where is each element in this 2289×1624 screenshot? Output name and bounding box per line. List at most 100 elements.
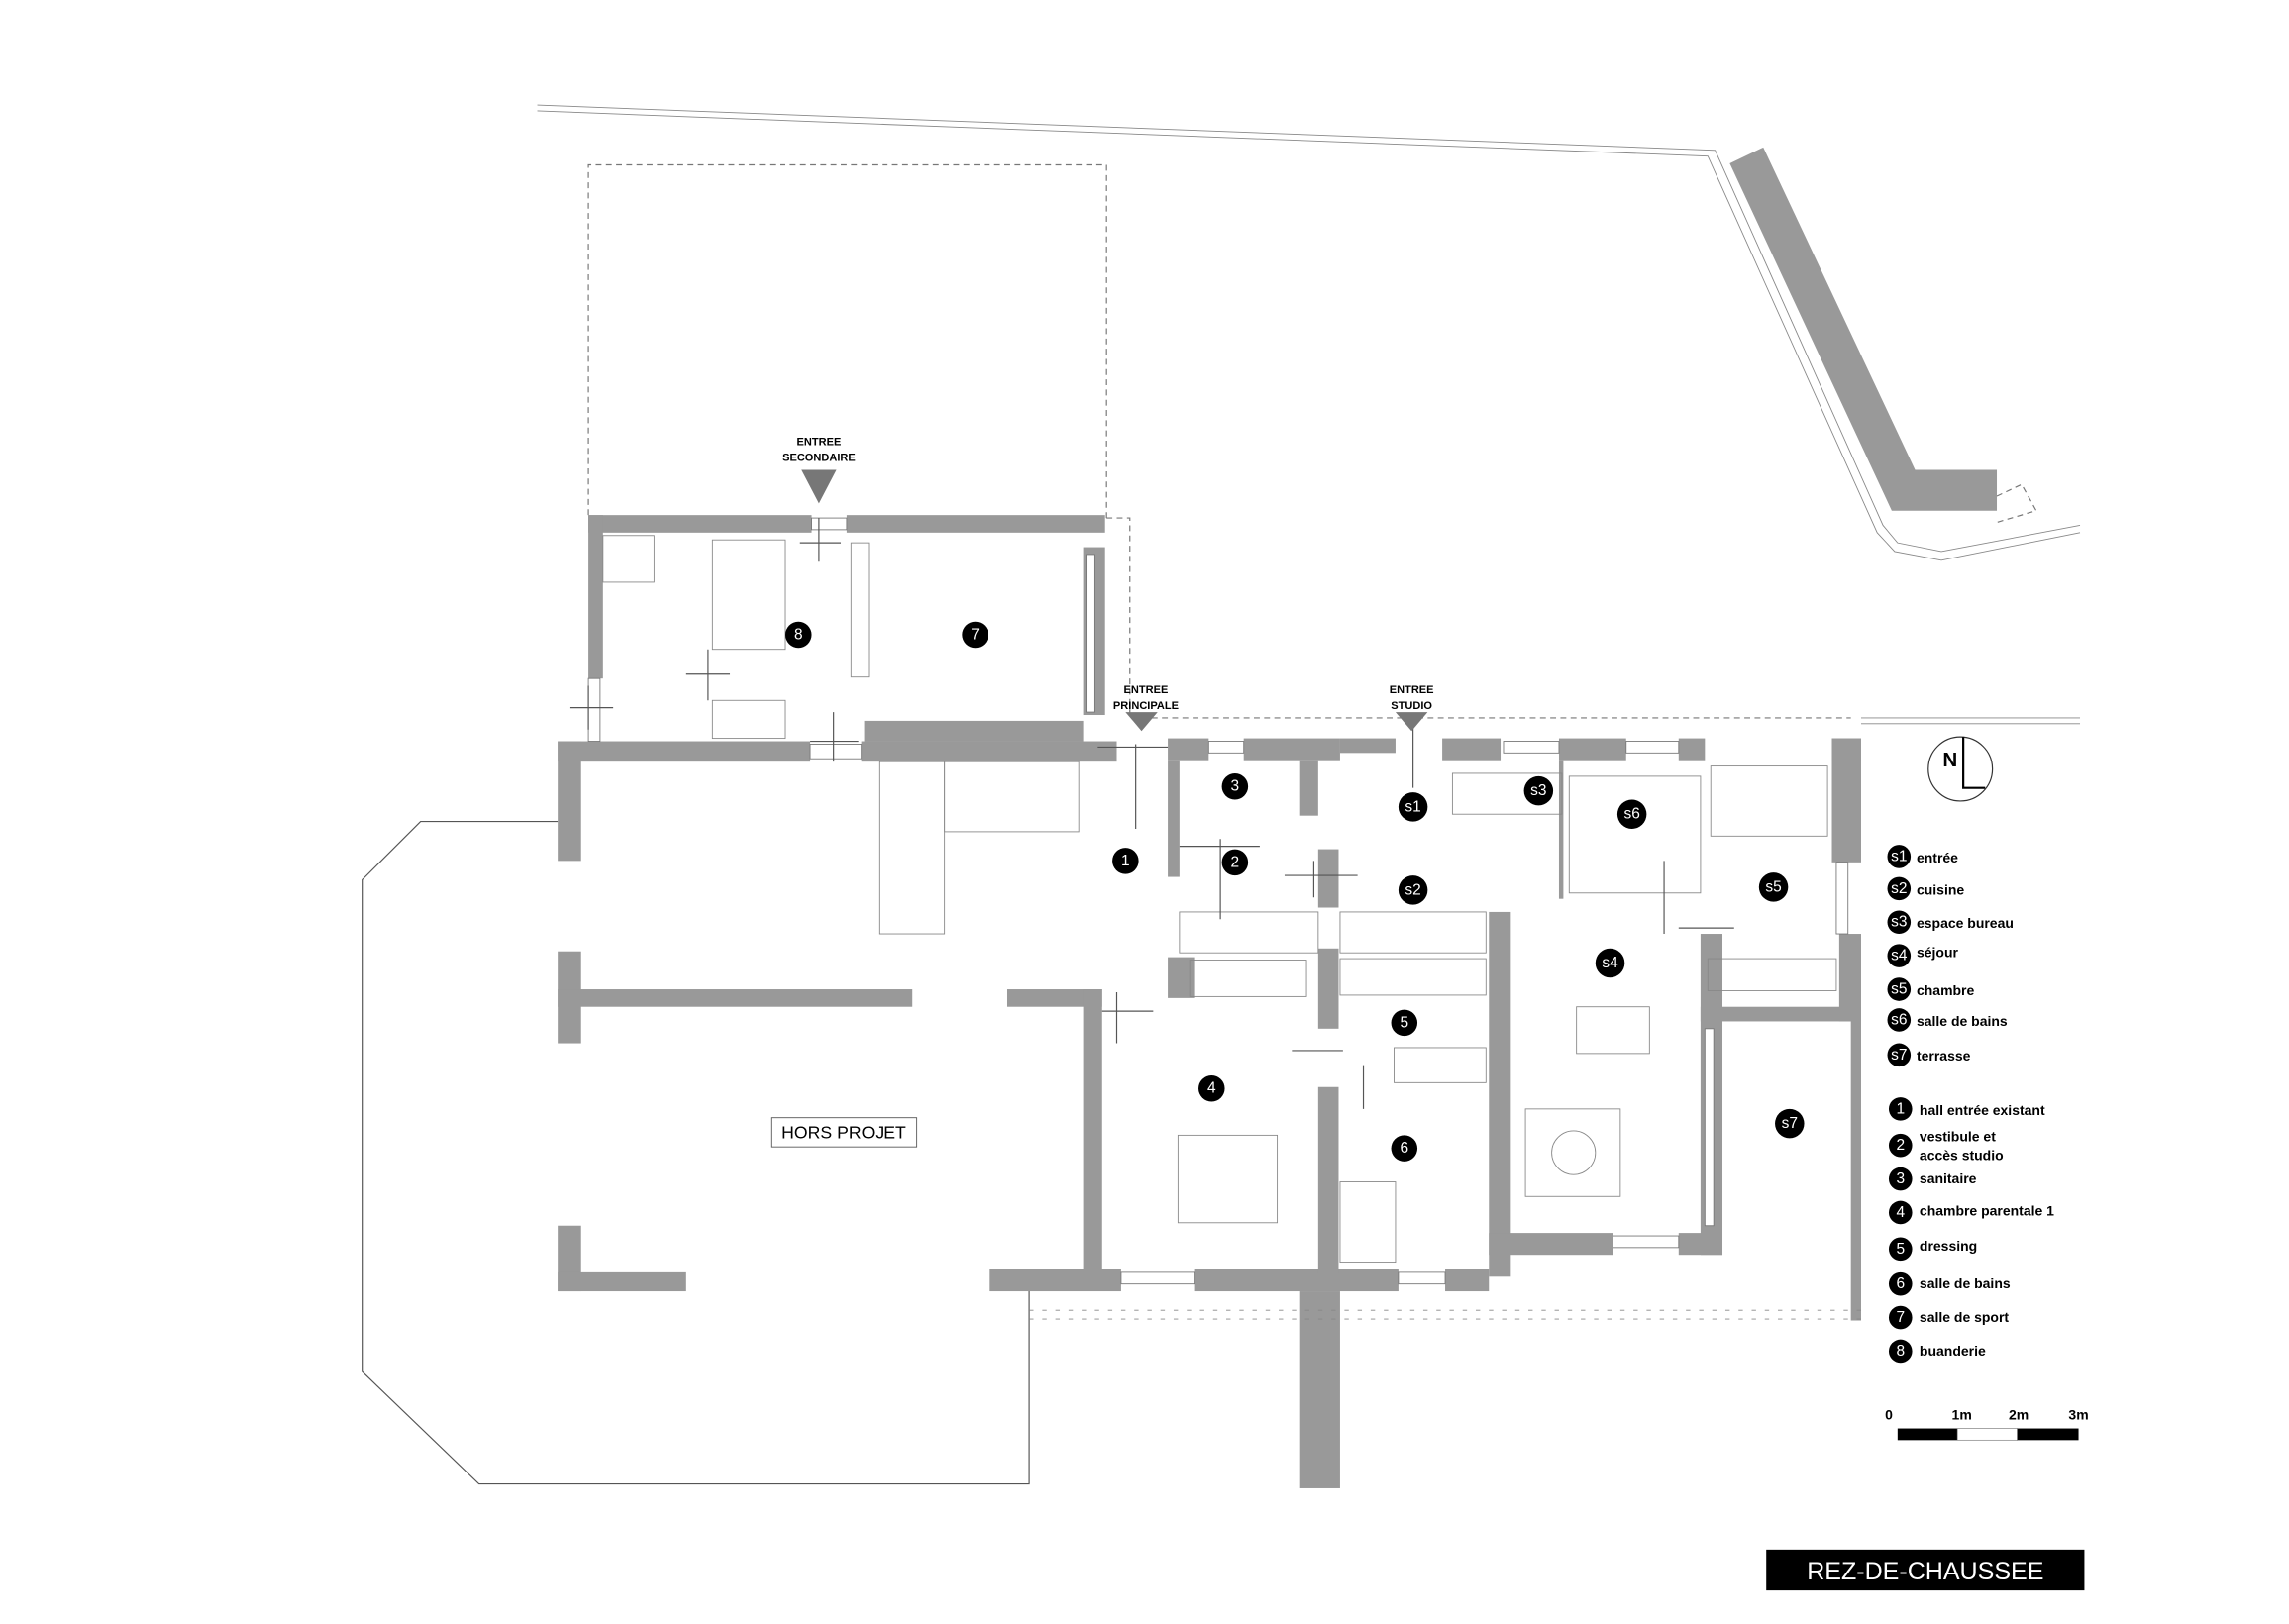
room-marker: s1 bbox=[1398, 792, 1428, 822]
svg-text:6: 6 bbox=[1896, 1275, 1905, 1292]
legend-item: 8 buanderie bbox=[1888, 1339, 1986, 1364]
svg-text:buanderie: buanderie bbox=[1920, 1343, 1986, 1359]
svg-text:7: 7 bbox=[971, 626, 980, 643]
svg-text:accès studio: accès studio bbox=[1920, 1147, 2004, 1163]
svg-text:s4: s4 bbox=[1891, 948, 1908, 964]
site-boundary bbox=[537, 104, 2081, 725]
room-marker: 3 bbox=[1221, 772, 1249, 800]
svg-text:chambre: chambre bbox=[1917, 982, 1975, 998]
room-marker: 4 bbox=[1198, 1074, 1225, 1102]
svg-text:dressing: dressing bbox=[1920, 1238, 1977, 1254]
legend-item: 5 dressing bbox=[1888, 1237, 1977, 1262]
legend-item: s3 espace bureau bbox=[1887, 910, 2014, 935]
svg-text:s7: s7 bbox=[1782, 1115, 1798, 1132]
svg-text:salle de bains: salle de bains bbox=[1917, 1013, 2008, 1029]
svg-text:7: 7 bbox=[1896, 1309, 1905, 1326]
svg-text:terrasse: terrasse bbox=[1917, 1048, 1971, 1064]
north-arrow-icon: N bbox=[1927, 736, 1994, 802]
svg-text:0: 0 bbox=[1885, 1407, 1893, 1423]
scale-bar: 0 1m 2m 3m bbox=[1885, 1407, 2089, 1441]
svg-text:ENTREE: ENTREE bbox=[1124, 684, 1169, 696]
svg-text:s5: s5 bbox=[1765, 878, 1781, 895]
svg-text:salle de bains: salle de bains bbox=[1920, 1275, 2011, 1291]
legend-item: s7 terrasse bbox=[1887, 1043, 1971, 1067]
svg-text:s3: s3 bbox=[1530, 782, 1546, 799]
svg-text:s1: s1 bbox=[1405, 798, 1420, 815]
legend-item: s1 entrée bbox=[1887, 845, 1958, 868]
hors-projet-label: HORS PROJET bbox=[770, 1117, 918, 1148]
legend-item: 3 sanitaire bbox=[1888, 1167, 1977, 1191]
svg-text:vestibule et: vestibule et bbox=[1920, 1128, 1996, 1144]
entrance-arrow-icon bbox=[801, 469, 837, 504]
svg-text:espace bureau: espace bureau bbox=[1917, 915, 2014, 931]
svg-text:s2: s2 bbox=[1405, 881, 1420, 898]
svg-text:N: N bbox=[1942, 749, 1957, 771]
room-marker: 7 bbox=[962, 621, 988, 649]
svg-text:1: 1 bbox=[1121, 853, 1130, 869]
svg-text:sanitaire: sanitaire bbox=[1920, 1170, 1977, 1186]
svg-text:s6: s6 bbox=[1891, 1011, 1907, 1028]
svg-text:8: 8 bbox=[1896, 1343, 1905, 1360]
svg-text:ENTREE: ENTREE bbox=[1390, 684, 1434, 696]
entrance-secondaire: ENTREE SECONDAIRE bbox=[782, 436, 856, 504]
room-marker: s4 bbox=[1595, 948, 1625, 978]
entrance-studio: ENTREE STUDIO bbox=[1390, 684, 1434, 732]
svg-text:s1: s1 bbox=[1891, 848, 1907, 864]
svg-text:1: 1 bbox=[1896, 1100, 1905, 1117]
svg-text:séjour: séjour bbox=[1917, 945, 1959, 961]
svg-text:s4: s4 bbox=[1602, 955, 1618, 971]
plan-title: REZ-DE-CHAUSSEE bbox=[1766, 1549, 2085, 1591]
room-marker: 8 bbox=[785, 621, 812, 649]
legend-item: 6 salle de bains bbox=[1888, 1271, 2011, 1296]
legend-item: 1 hall entrée existant bbox=[1888, 1097, 2045, 1121]
svg-text:1m: 1m bbox=[1952, 1407, 1972, 1423]
svg-text:chambre parentale 1: chambre parentale 1 bbox=[1920, 1202, 2054, 1218]
room-marker: s2 bbox=[1398, 875, 1428, 905]
svg-text:2: 2 bbox=[1231, 854, 1240, 870]
svg-text:entrée: entrée bbox=[1917, 850, 1958, 865]
svg-text:s3: s3 bbox=[1891, 914, 1907, 931]
door-marks bbox=[569, 518, 1734, 1109]
windows bbox=[587, 517, 1849, 1285]
terrace-railing bbox=[1029, 1309, 1861, 1320]
room-marker: 1 bbox=[1112, 848, 1139, 874]
hors-projet-outline bbox=[362, 820, 1030, 1485]
room-marker: s7 bbox=[1775, 1108, 1805, 1139]
legend-item: s6 salle de bains bbox=[1887, 1008, 2008, 1032]
room-marker: s6 bbox=[1616, 799, 1647, 829]
svg-text:6: 6 bbox=[1400, 1140, 1408, 1157]
room-marker: s5 bbox=[1758, 872, 1789, 902]
entrance-principale: ENTREE PRINCIPALE bbox=[1113, 684, 1179, 732]
legend-item: 7 salle de sport bbox=[1888, 1305, 2009, 1330]
svg-text:hall entrée existant: hall entrée existant bbox=[1920, 1102, 2045, 1118]
furniture bbox=[602, 535, 1837, 1264]
room-markers: 8 7 1 2 3 s1 s3 s6 s5 s2 s4 5 4 6 s7 bbox=[785, 621, 1805, 1162]
room-marker: s3 bbox=[1523, 775, 1554, 806]
svg-text:s2: s2 bbox=[1891, 880, 1907, 897]
svg-text:s7: s7 bbox=[1891, 1047, 1907, 1064]
svg-text:3m: 3m bbox=[2068, 1407, 2088, 1423]
svg-text:4: 4 bbox=[1207, 1080, 1216, 1097]
svg-text:5: 5 bbox=[1400, 1014, 1408, 1031]
room-marker: 5 bbox=[1391, 1009, 1418, 1037]
entrance-arrow-icon bbox=[1125, 712, 1158, 732]
svg-text:8: 8 bbox=[794, 626, 803, 643]
legend-item: s2 cuisine bbox=[1887, 876, 1964, 901]
svg-text:s5: s5 bbox=[1891, 981, 1907, 998]
room-marker: 2 bbox=[1221, 849, 1249, 876]
svg-text:s6: s6 bbox=[1623, 806, 1639, 823]
svg-text:3: 3 bbox=[1231, 778, 1240, 795]
svg-text:PRINCIPALE: PRINCIPALE bbox=[1113, 700, 1179, 712]
svg-text:3: 3 bbox=[1896, 1170, 1905, 1187]
legend: s1 entrée s2 cuisine s3 espace bureau s4 séj… bbox=[1887, 845, 2054, 1364]
walls bbox=[558, 515, 1861, 1488]
svg-text:5: 5 bbox=[1896, 1241, 1905, 1258]
svg-text:salle de sport: salle de sport bbox=[1920, 1309, 2009, 1325]
courtyard-outline bbox=[587, 163, 1851, 719]
room-marker: 6 bbox=[1391, 1135, 1418, 1162]
svg-text:STUDIO: STUDIO bbox=[1391, 700, 1432, 712]
svg-text:2m: 2m bbox=[2009, 1407, 2029, 1423]
svg-text:cuisine: cuisine bbox=[1917, 881, 1964, 897]
